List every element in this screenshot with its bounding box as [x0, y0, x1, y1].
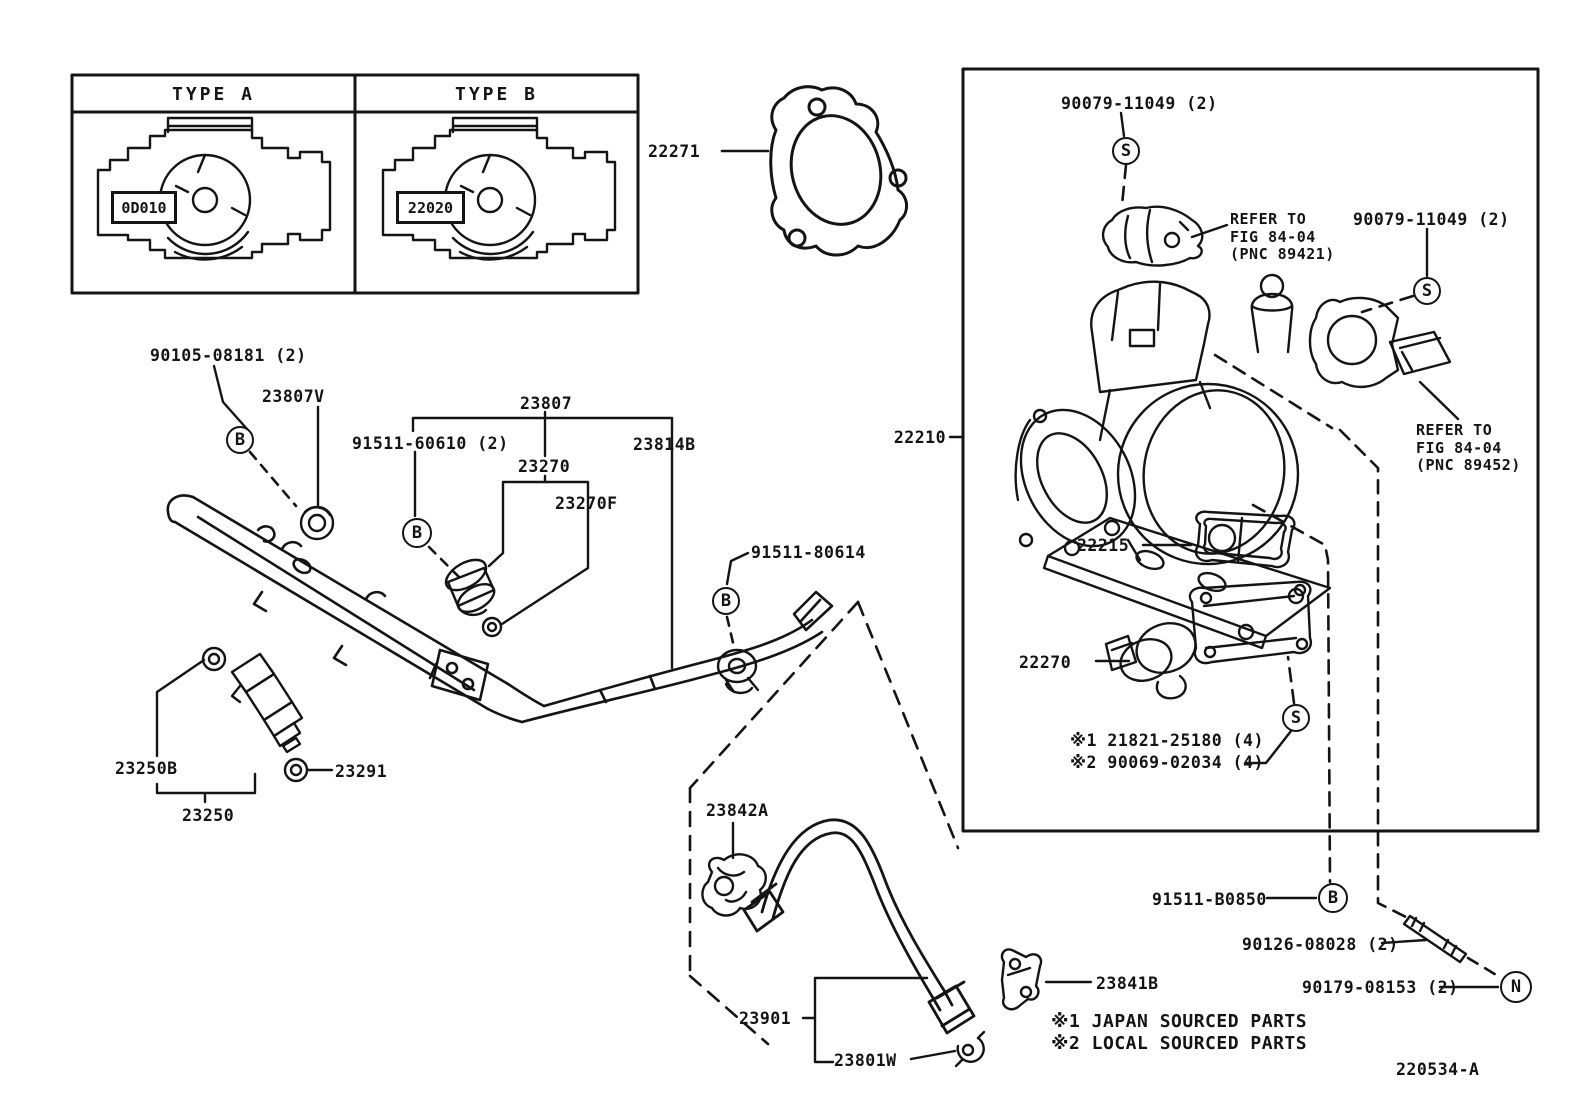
- isc-valve-22270-drawing: [1104, 580, 1313, 700]
- nut-dashed-link: [1466, 956, 1500, 978]
- bolt-marker: B: [712, 587, 740, 615]
- type-b-code-box: 22020: [396, 191, 465, 224]
- gasket-22271-drawing: [769, 85, 908, 257]
- screw-marker: S: [1112, 137, 1140, 165]
- throttle-body-top-view-drawing: [96, 116, 332, 261]
- refer-note-89452-line1: REFER TO: [1416, 421, 1493, 439]
- bolt-marker: B: [1318, 883, 1348, 913]
- part-label-22215: 22215: [1077, 536, 1130, 555]
- refer-note-89421-line3: (PNC 89421): [1230, 245, 1335, 263]
- type-a-header: TYPE A: [171, 84, 256, 105]
- part-label-91511-60610: 91511-60610 (2): [352, 434, 509, 453]
- injector-23250-drawing: [201, 646, 304, 754]
- part-label-22271: 22271: [648, 142, 701, 161]
- part-label-91511-b0850: 91511-B0850: [1152, 890, 1267, 909]
- sensor-right-drawing: [1308, 296, 1452, 389]
- bolt-marker: B: [226, 426, 254, 454]
- gasket-22215-drawing: [1194, 510, 1296, 569]
- part-label-90079-top: 90079-11049 (2): [1061, 94, 1218, 113]
- part-label-23291: 23291: [335, 762, 388, 781]
- leader-lines-bottom: [801, 976, 1093, 1064]
- screw-marker: S: [1413, 277, 1441, 305]
- screw-marker: S: [1282, 704, 1310, 732]
- part-label-23814b: 23814B: [633, 435, 696, 454]
- alignment-dashed-lines: [1120, 163, 1415, 920]
- part-label-23250: 23250: [182, 806, 235, 825]
- throttle-body-drawing: [1014, 273, 1332, 650]
- type-a-code-box: 0D010: [111, 191, 177, 224]
- marker-dashed-links: [248, 450, 736, 649]
- part-label-90179: 90179-08153 (2): [1302, 978, 1459, 997]
- footer-note-local: ※2 LOCAL SOURCED PARTS: [1051, 1033, 1308, 1054]
- refer-note-89421: REFER TO FIG 84-04 (PNC 89421): [1230, 210, 1335, 264]
- clamp-23842a-drawing: [701, 853, 767, 917]
- grommet-23291-drawing: [283, 757, 309, 783]
- part-label-90105: 90105-08181 (2): [150, 346, 307, 365]
- part-label-90126: 90126-08028 (2): [1242, 935, 1399, 954]
- part-label-23807v: 23807V: [262, 387, 325, 406]
- part-label-23801w: 23801W: [834, 1051, 897, 1070]
- fuel-pipe-drawing: [520, 590, 834, 724]
- part-label-22270: 22270: [1019, 653, 1072, 672]
- footer-note-japan: ※1 JAPAN SOURCED PARTS: [1051, 1011, 1308, 1032]
- hardware-note-line2: ※2 90069-02034 (4): [1070, 753, 1264, 772]
- type-table-frame: [70, 73, 640, 295]
- nut-marker: N: [1500, 971, 1532, 1003]
- clip-23801w-drawing: [954, 1030, 986, 1068]
- part-label-23270f: 23270F: [555, 494, 618, 513]
- oring-23270f-drawing: [481, 616, 503, 638]
- leader-lines-bottom-right: [1265, 896, 1500, 989]
- hardware-note-line1: ※1 21821-25180 (4): [1070, 731, 1264, 750]
- part-label-23250b: 23250B: [115, 759, 178, 778]
- fuel-hose-23901-drawing: [742, 818, 976, 1035]
- refer-note-89421-line1: REFER TO: [1230, 210, 1307, 228]
- grommet-23807v-drawing: [299, 505, 335, 541]
- pipe-clamp-drawing: [716, 648, 760, 695]
- assembly-box-22210: [961, 67, 1540, 833]
- hose-region-dashed-outline: [688, 600, 960, 1046]
- part-label-23841b: 23841B: [1096, 974, 1159, 993]
- sensor-top-drawing: [1101, 205, 1204, 267]
- refer-note-89421-line2: FIG 84-04: [1230, 227, 1316, 246]
- part-label-90079-right: 90079-11049 (2): [1353, 210, 1510, 229]
- part-label-91511-80614: 91511-80614: [751, 543, 866, 562]
- fuel-rail-drawing: [166, 494, 546, 724]
- refer-note-89452-line2: FIG 84-04: [1416, 438, 1502, 457]
- part-label-22210: 22210: [893, 428, 946, 447]
- diagram-code: 220534-A: [1396, 1060, 1480, 1079]
- leader-lines-left: [155, 364, 750, 804]
- bracket-23841b-drawing: [1000, 948, 1043, 1011]
- type-b-header: TYPE B: [454, 84, 539, 105]
- refer-note-89452-line3: (PNC 89452): [1416, 456, 1521, 474]
- part-label-23901: 23901: [739, 1009, 792, 1028]
- part-label-23842a: 23842A: [706, 801, 769, 820]
- damper-23270-drawing: [444, 558, 496, 617]
- part-label-23270: 23270: [518, 457, 571, 476]
- bolt-marker: B: [402, 518, 432, 548]
- part-label-23807: 23807: [520, 394, 573, 413]
- refer-note-89452: REFER TO FIG 84-04 (PNC 89452): [1416, 421, 1521, 475]
- stud-90126-drawing: [1402, 914, 1468, 964]
